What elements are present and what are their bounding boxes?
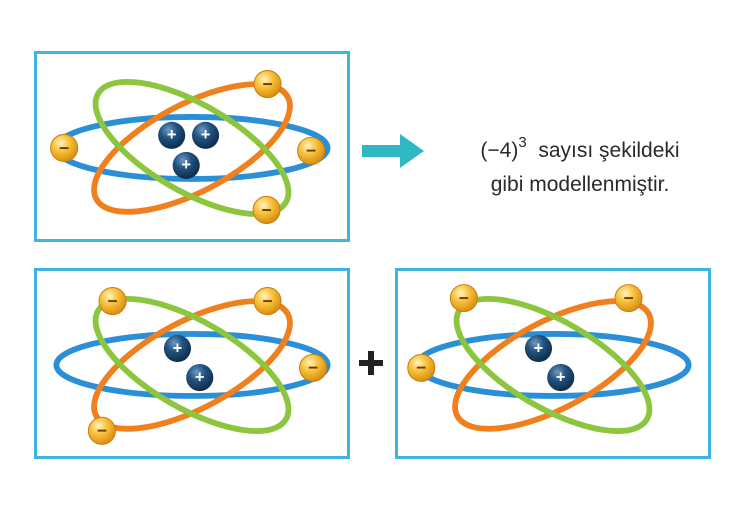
svg-text:−: − [459, 288, 469, 308]
atom-diagram-bottom-right: + + − − − [407, 284, 692, 434]
svg-text:+: + [167, 126, 177, 144]
svg-text:−: − [416, 358, 426, 378]
proton: + [524, 334, 553, 363]
svg-text:−: − [59, 138, 69, 158]
svg-text:−: − [306, 141, 316, 161]
expression-exponent: 3 [518, 134, 527, 151]
caption-text-1: sayısı şekildeki [538, 139, 680, 162]
svg-text:+: + [534, 339, 544, 357]
electron: − [253, 286, 282, 316]
atom-model-bottom-right: + + − − − [395, 268, 711, 459]
svg-text:−: − [623, 288, 633, 308]
atom-model-top: + + + − − − − [34, 51, 350, 242]
orbit-green [92, 78, 292, 217]
orbit-orange [452, 298, 654, 432]
svg-text:−: − [107, 291, 117, 311]
arrow-right-icon [362, 134, 424, 168]
orbit-green [92, 295, 292, 434]
electron: − [98, 286, 127, 316]
atom-diagram-bottom-left: + + − − − − [53, 286, 331, 445]
orbit-orange [91, 81, 293, 215]
svg-text:−: − [262, 74, 272, 94]
electron: − [253, 69, 282, 99]
svg-text:+: + [195, 368, 205, 386]
expression-base: (−4) [480, 139, 519, 162]
proton: + [163, 334, 192, 363]
proton: + [547, 363, 575, 392]
svg-text:+: + [201, 126, 211, 144]
electron: − [297, 136, 326, 165]
proton: + [172, 151, 200, 179]
electron: − [407, 353, 436, 382]
plus-icon [359, 351, 383, 375]
caption: (−4)3 sayısı şekildeki gibi modellenmişt… [430, 128, 730, 202]
orbit-blue [53, 331, 331, 399]
proton: + [192, 121, 220, 149]
svg-text:+: + [556, 368, 566, 386]
atom-model-bottom-left: + + − − − − [34, 268, 350, 459]
electron: − [50, 133, 79, 162]
orbit-orange [91, 298, 293, 432]
electron: − [614, 284, 643, 313]
electron: − [449, 284, 478, 313]
svg-text:−: − [261, 200, 271, 220]
caption-line-1: (−4)3 sayısı şekildeki [430, 128, 730, 168]
proton: + [186, 363, 214, 392]
svg-text:+: + [181, 156, 191, 174]
electron: − [87, 416, 116, 445]
electron: − [299, 353, 328, 382]
caption-line-2: gibi modellenmiştir. [490, 173, 670, 196]
electron: − [252, 195, 281, 224]
atom-diagram-top: + + + − − − − [50, 69, 331, 224]
svg-text:−: − [97, 421, 107, 441]
svg-text:−: − [308, 358, 318, 378]
proton: + [158, 121, 186, 149]
svg-text:+: + [173, 339, 183, 357]
svg-text:−: − [262, 291, 272, 311]
